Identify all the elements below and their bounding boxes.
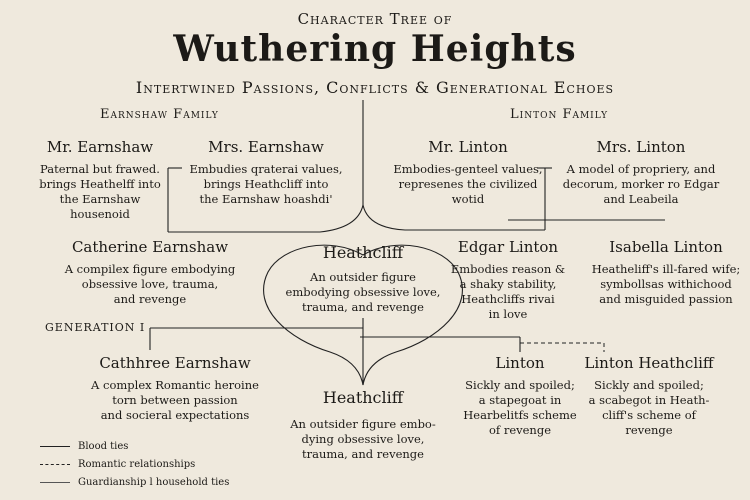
node-desc-line: in love <box>488 307 528 321</box>
node-name: Mr. Linton <box>428 138 508 156</box>
node-desc-line: torn between passion <box>112 393 238 407</box>
node-desc-line: and revenge <box>113 292 187 306</box>
node-name: Mrs. Linton <box>596 138 686 156</box>
node-name: Mrs. Earnshaw <box>208 138 324 156</box>
node-desc-line: cliff's scheme of <box>602 408 696 422</box>
node-desc-line: An outsider figure <box>310 270 416 284</box>
node-desc-line: Sickly and spoiled; <box>594 378 704 392</box>
node-desc-line: the Earnshaw housenoid <box>59 192 141 221</box>
node-desc-line: and Leabeila <box>603 192 679 206</box>
node-desc-line: A compilex figure embodying <box>64 262 236 276</box>
node-desc-line: symbollsas withichood <box>600 277 732 291</box>
legend-dashed-line-icon <box>40 464 70 465</box>
legend-blood-ties: Blood ties <box>40 441 128 452</box>
node-desc-line: obsessive love, trauma, <box>81 277 219 291</box>
node-name: Heathcliff <box>322 243 404 262</box>
node-name: Heathcliff <box>322 388 404 407</box>
node-desc-line: Hearbelitfs scheme <box>463 408 577 422</box>
node-desc-line: Paternal but frawed. <box>40 162 160 176</box>
node-mrs-earnshaw: Mrs. Earnshaw Embudies qraterai values, … <box>186 138 346 207</box>
generation-label: GENERATION I <box>45 321 146 334</box>
node-desc-line: Embodies reason & <box>450 262 566 276</box>
node-name: Mr. Earnshaw <box>46 138 154 156</box>
node-desc-line: A complex Romantic heroine <box>91 378 259 392</box>
node-name: Cathhree Earnshaw <box>99 354 251 372</box>
node-desc-line: revenge <box>625 423 673 437</box>
chart-subtitle: Intertwined Passions, Conflicts & Genera… <box>135 78 615 97</box>
node-desc-line: Heatheliff's ill-fared wife; <box>591 262 741 276</box>
node-desc-line: of revenge <box>488 423 551 437</box>
node-desc-line: brings Heathcliff into <box>203 177 329 191</box>
linton-family-heading: Linton Family <box>510 107 609 122</box>
legend-label: Guardianship l household ties <box>78 477 230 488</box>
node-catherine-earnshaw: Catherine Earnshaw A compilex figure emb… <box>55 238 245 307</box>
legend-romantic: Romantic relationships <box>40 459 195 470</box>
node-name: Isabella Linton <box>609 238 723 256</box>
node-desc-line: embodying obsessive love, <box>285 285 441 299</box>
node-desc-line: and socieral expectations <box>100 408 250 422</box>
legend-guardianship: Guardianship l household ties <box>40 477 229 488</box>
node-desc-line: A model of propriery, and <box>566 162 716 176</box>
node-desc-line: decorum, morker ro Edgar <box>562 177 720 191</box>
node-heathcliff-bottom: Heathcliff An outsider figure embo- dyin… <box>283 388 443 462</box>
node-desc-line: a shaky stability, <box>459 277 557 291</box>
node-desc-line: trauma, and revenge <box>302 300 424 314</box>
node-name: Linton <box>495 354 545 372</box>
node-name: Catherine Earnshaw <box>71 238 229 256</box>
node-mr-earnshaw: Mr. Earnshaw Paternal but frawed. brings… <box>30 138 170 222</box>
node-desc-line: represenes the civilized <box>398 177 538 191</box>
node-isabella-linton: Isabella Linton Heatheliff's ill-fared w… <box>583 238 749 307</box>
node-mrs-linton: Mrs. Linton A model of propriery, and de… <box>556 138 726 207</box>
node-desc-line: Heathcliffs rivai <box>461 292 555 306</box>
legend-thin-line-icon <box>40 482 70 483</box>
node-desc-line: An outsider figure embo- <box>290 417 436 431</box>
node-desc-line: wotid <box>451 192 485 206</box>
node-linton: Linton Sickly and spoiled; a stapegoat i… <box>460 354 580 438</box>
node-desc-line: brings Heathelff into <box>39 177 161 191</box>
node-name: Edgar Linton <box>457 238 559 256</box>
node-desc-line: a scabegot in Heath- <box>588 393 710 407</box>
node-name: Linton Heathcliff <box>584 354 714 372</box>
node-desc-line: and misguided passion <box>599 292 733 306</box>
earnshaw-family-heading: Earnshaw Family <box>100 107 219 122</box>
trunk-curve-left <box>168 204 364 233</box>
legend-solid-line-icon <box>40 446 70 447</box>
node-desc-line: a stapegoat in <box>478 393 562 407</box>
legend-label: Blood ties <box>78 441 129 452</box>
node-heathcliff-top: Heathcliff An outsider figure embodying … <box>283 243 443 315</box>
node-cathhree-earnshaw: Cathhree Earnshaw A complex Romantic her… <box>75 354 275 423</box>
node-desc-line: Embodies-genteel values, <box>393 162 543 176</box>
trunk-curve-right <box>362 204 545 231</box>
chart-kicker: Character Tree of <box>297 10 453 28</box>
node-linton-heathcliff: Linton Heathcliff Sickly and spoiled; a … <box>574 354 724 438</box>
node-mr-linton: Mr. Linton Embodies-genteel values, repr… <box>392 138 544 207</box>
node-desc-line: Sickly and spoiled; <box>465 378 575 392</box>
chart-title: Wuthering Heights <box>173 28 577 70</box>
node-desc-line: trauma, and revenge <box>302 447 424 461</box>
node-desc-line: the Earnshaw hoashdi' <box>199 192 333 206</box>
legend-label: Romantic relationships <box>78 459 196 470</box>
node-desc-line: dying obsessive love, <box>301 432 425 446</box>
node-edgar-linton: Edgar Linton Embodies reason & a shaky s… <box>448 238 568 322</box>
node-desc-line: Embudies qraterai values, <box>189 162 343 176</box>
